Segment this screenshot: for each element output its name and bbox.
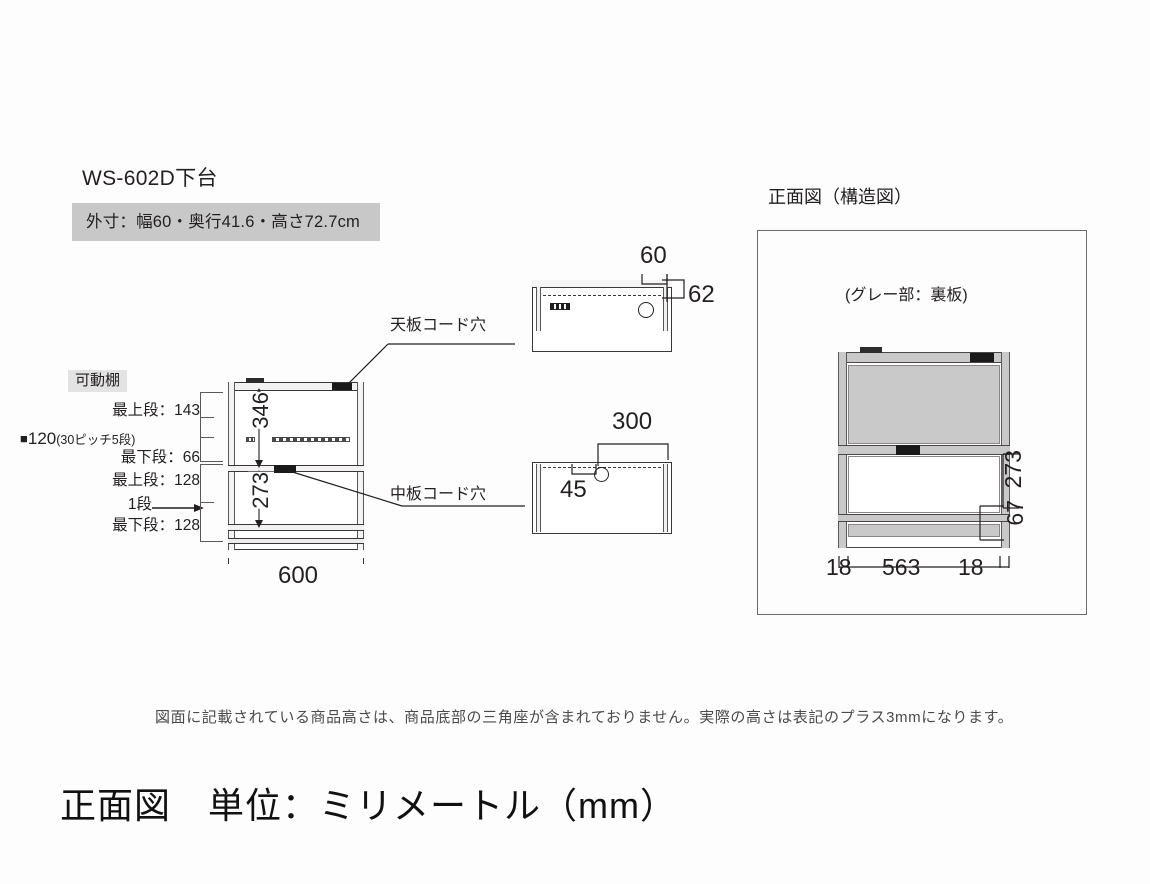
bracket-upper-section xyxy=(200,392,223,462)
plan-top-rail xyxy=(532,280,672,288)
adjustable-shelf-line xyxy=(272,437,350,442)
structure-dim-273-text: 273 xyxy=(1000,450,1026,489)
structure-middle-board xyxy=(838,445,1010,455)
stage-pointer-arrow-icon xyxy=(152,504,204,512)
plan-top-connector-mark-icon xyxy=(550,303,570,310)
shelf-peg-icon xyxy=(246,437,255,442)
plan-view-top-board xyxy=(532,280,672,352)
footer-note: 図面に記載されている商品高さは、商品底部の三角座が含まれておりません。実際の高さ… xyxy=(155,709,1014,726)
plan-mid-dim-45-text: 45 xyxy=(560,476,587,503)
plan-top-dashed-line xyxy=(538,295,666,296)
structure-top-board xyxy=(838,352,1010,363)
model-title: WS-602D下台 xyxy=(82,167,218,190)
pitch-note: (30ピッチ5段) xyxy=(56,433,136,447)
callout-mid-cord-hole-label: 中板コード穴 xyxy=(390,486,487,503)
structure-top-left-mark xyxy=(860,347,882,353)
structure-base-rail xyxy=(848,524,1000,537)
bracket-lower-section xyxy=(200,464,223,542)
plan-top-dim-62-text: 62 xyxy=(688,281,715,308)
structure-dim-67-leader xyxy=(979,505,1004,541)
callout-top-cord-hole-leader xyxy=(347,343,515,385)
cabinet-top-board xyxy=(228,382,364,391)
structure-dim-563-center: 563 xyxy=(882,554,921,580)
plan-mid-right-strut xyxy=(663,464,668,532)
label-upper-bottom-shelf: 最下段：66 xyxy=(120,449,200,466)
label-lower-top-shelf: 最上段：128 xyxy=(112,472,200,489)
structure-dim-273-leader xyxy=(1002,453,1019,509)
plan-mid-left-strut xyxy=(536,464,541,532)
structure-width-dim-line xyxy=(838,556,1010,568)
plan-view-middle-board xyxy=(532,462,672,534)
structure-cabinet xyxy=(838,347,1010,548)
spec-band: 外寸：幅60・奥行41.6・高さ72.7cm xyxy=(72,203,380,241)
adjustable-shelf-tag: 可動棚 xyxy=(68,370,128,392)
label-pitch: ■120(30ピッチ5段) xyxy=(20,430,200,448)
callout-mid-cord-hole-leader xyxy=(285,469,525,507)
pitch-square-icon: ■ xyxy=(20,431,28,446)
cabinet-bottom-board xyxy=(228,524,364,531)
spec-band-text: 外寸：幅60・奥行41.6・高さ72.7cm xyxy=(86,212,360,231)
plan-mid-dim-45-leader xyxy=(571,464,597,475)
plan-top-dim-60-text: 60 xyxy=(640,242,667,269)
plan-mid-dim-300-leader xyxy=(597,443,669,466)
structure-middle-cord-hole-marker xyxy=(896,445,920,455)
structure-dim-67-text: 67 xyxy=(1002,500,1028,526)
plan-top-right-strut xyxy=(663,287,668,331)
dim-600-text: 600 xyxy=(228,564,368,588)
callout-top-cord-hole-label: 天板コード穴 xyxy=(390,317,487,334)
pitch-value: 120 xyxy=(27,429,57,448)
plan-top-left-strut xyxy=(536,287,541,331)
structure-dim-18-right: 18 xyxy=(958,554,984,580)
front-view-cabinet: 346 273 xyxy=(228,378,364,550)
plan-top-cord-hole-circle-icon xyxy=(638,302,654,318)
label-lower-stage: 1段 xyxy=(127,496,152,513)
plan-top-dim-62-leader xyxy=(662,279,685,299)
cabinet-middle-board xyxy=(228,465,364,472)
structure-bottom-board xyxy=(838,514,1010,522)
plan-top-dim-60-leader xyxy=(641,274,668,302)
top-board-cord-hole-marker xyxy=(332,383,352,390)
footer-heading: 正面図 単位：ミリメートル（mm） xyxy=(60,785,677,826)
dim-273-text: 273 xyxy=(248,472,274,509)
label-lower-bottom-shelf: 最下段：128 xyxy=(112,517,200,534)
structure-lower-open-area xyxy=(848,456,1000,513)
structure-grey-note: (グレー部：裏板) xyxy=(845,287,968,304)
plan-mid-dim-300-text: 300 xyxy=(612,408,653,435)
cabinet-base-rail xyxy=(228,538,364,544)
middle-board-cord-hole-marker xyxy=(274,465,296,473)
dim-346-text: 346 xyxy=(248,392,274,429)
structure-upper-back-panel xyxy=(848,365,1000,444)
structure-dim-18-left: 18 xyxy=(826,554,852,580)
label-upper-top-shelf: 最上段：143 xyxy=(112,402,200,419)
structure-title: 正面図（構造図） xyxy=(768,187,912,207)
structure-top-cord-hole-marker xyxy=(970,353,994,362)
top-board-left-mark xyxy=(246,378,264,383)
